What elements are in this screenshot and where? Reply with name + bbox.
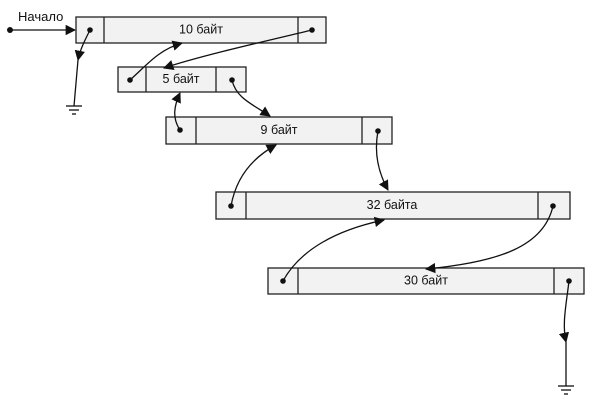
memory-block-2: 5 байт xyxy=(117,66,247,93)
prev-arrow-3-to-2 xyxy=(171,92,181,131)
prev-arrow-1-to-null xyxy=(74,29,91,62)
memory-block-5: 30 байт xyxy=(267,267,585,295)
next-arrow-4-to-5 xyxy=(424,205,554,274)
start-label: Начало xyxy=(18,9,63,24)
next-pointers xyxy=(231,79,570,344)
prev-arrow-4-to-3 xyxy=(230,144,277,207)
block-3-frame xyxy=(165,116,393,145)
block-1-frame xyxy=(75,16,327,44)
next-arrow-3-to-4 xyxy=(375,130,389,191)
memory-block-3: 9 байт xyxy=(165,116,393,145)
block-1-size-label: 10 байт xyxy=(179,22,223,36)
block-4-frame xyxy=(215,191,571,220)
null-ground-lead xyxy=(73,59,79,107)
next-arrow-2-to-3 xyxy=(231,79,271,117)
block-5-size-label: 30 байт xyxy=(404,273,448,287)
prev-arrow-5-to-4 xyxy=(282,216,386,282)
memory-block-1: 10 байт xyxy=(75,16,327,44)
prev-arrow-2-to-1 xyxy=(163,29,313,70)
block-4-size-label: 32 байта xyxy=(367,198,418,212)
prev-arrow-1-from-2 xyxy=(129,40,183,81)
null-ground-icon xyxy=(558,342,574,395)
block-2-size-label: 5 байт xyxy=(163,72,200,86)
null-ground-icon xyxy=(66,59,82,115)
block-3-size-label: 9 байт xyxy=(261,123,298,137)
next-arrow-5-to-null xyxy=(558,280,570,344)
prev-pointers xyxy=(74,29,386,282)
memory-block-4: 32 байта xyxy=(215,191,571,220)
start-pointer: Начало xyxy=(7,9,77,36)
